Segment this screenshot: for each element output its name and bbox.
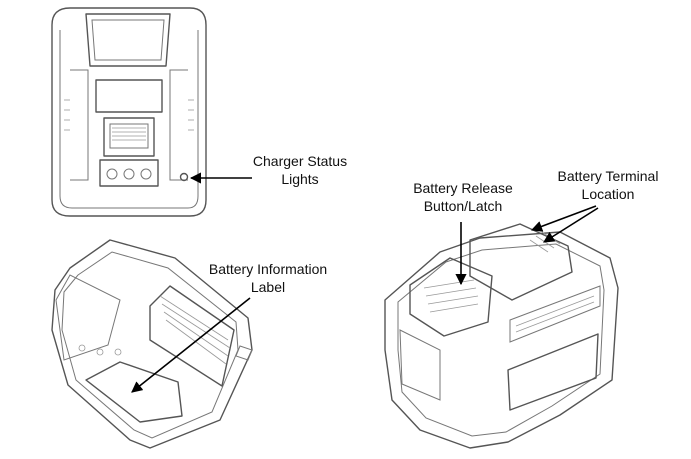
terminal-housing — [469, 223, 573, 301]
battery-terminal-label: Battery Terminal Location — [557, 168, 659, 202]
charger-illustration — [51, 7, 207, 217]
battery-information-label: Battery Information Label — [208, 261, 328, 295]
battery-bottom-illustration — [51, 239, 253, 449]
release-latch-shape — [409, 257, 493, 337]
battery-release-label: Battery Release Button/Latch — [413, 180, 513, 214]
status-light-icon — [179, 172, 189, 182]
charger-status-label: Charger Status Lights — [252, 153, 348, 187]
battery-terminal-arrow-2 — [543, 207, 599, 243]
battery-info-arrow — [131, 297, 251, 393]
battery-terminal-arrow-1 — [530, 205, 597, 232]
information-label-area — [85, 361, 183, 423]
battery-top-illustration — [384, 223, 619, 449]
